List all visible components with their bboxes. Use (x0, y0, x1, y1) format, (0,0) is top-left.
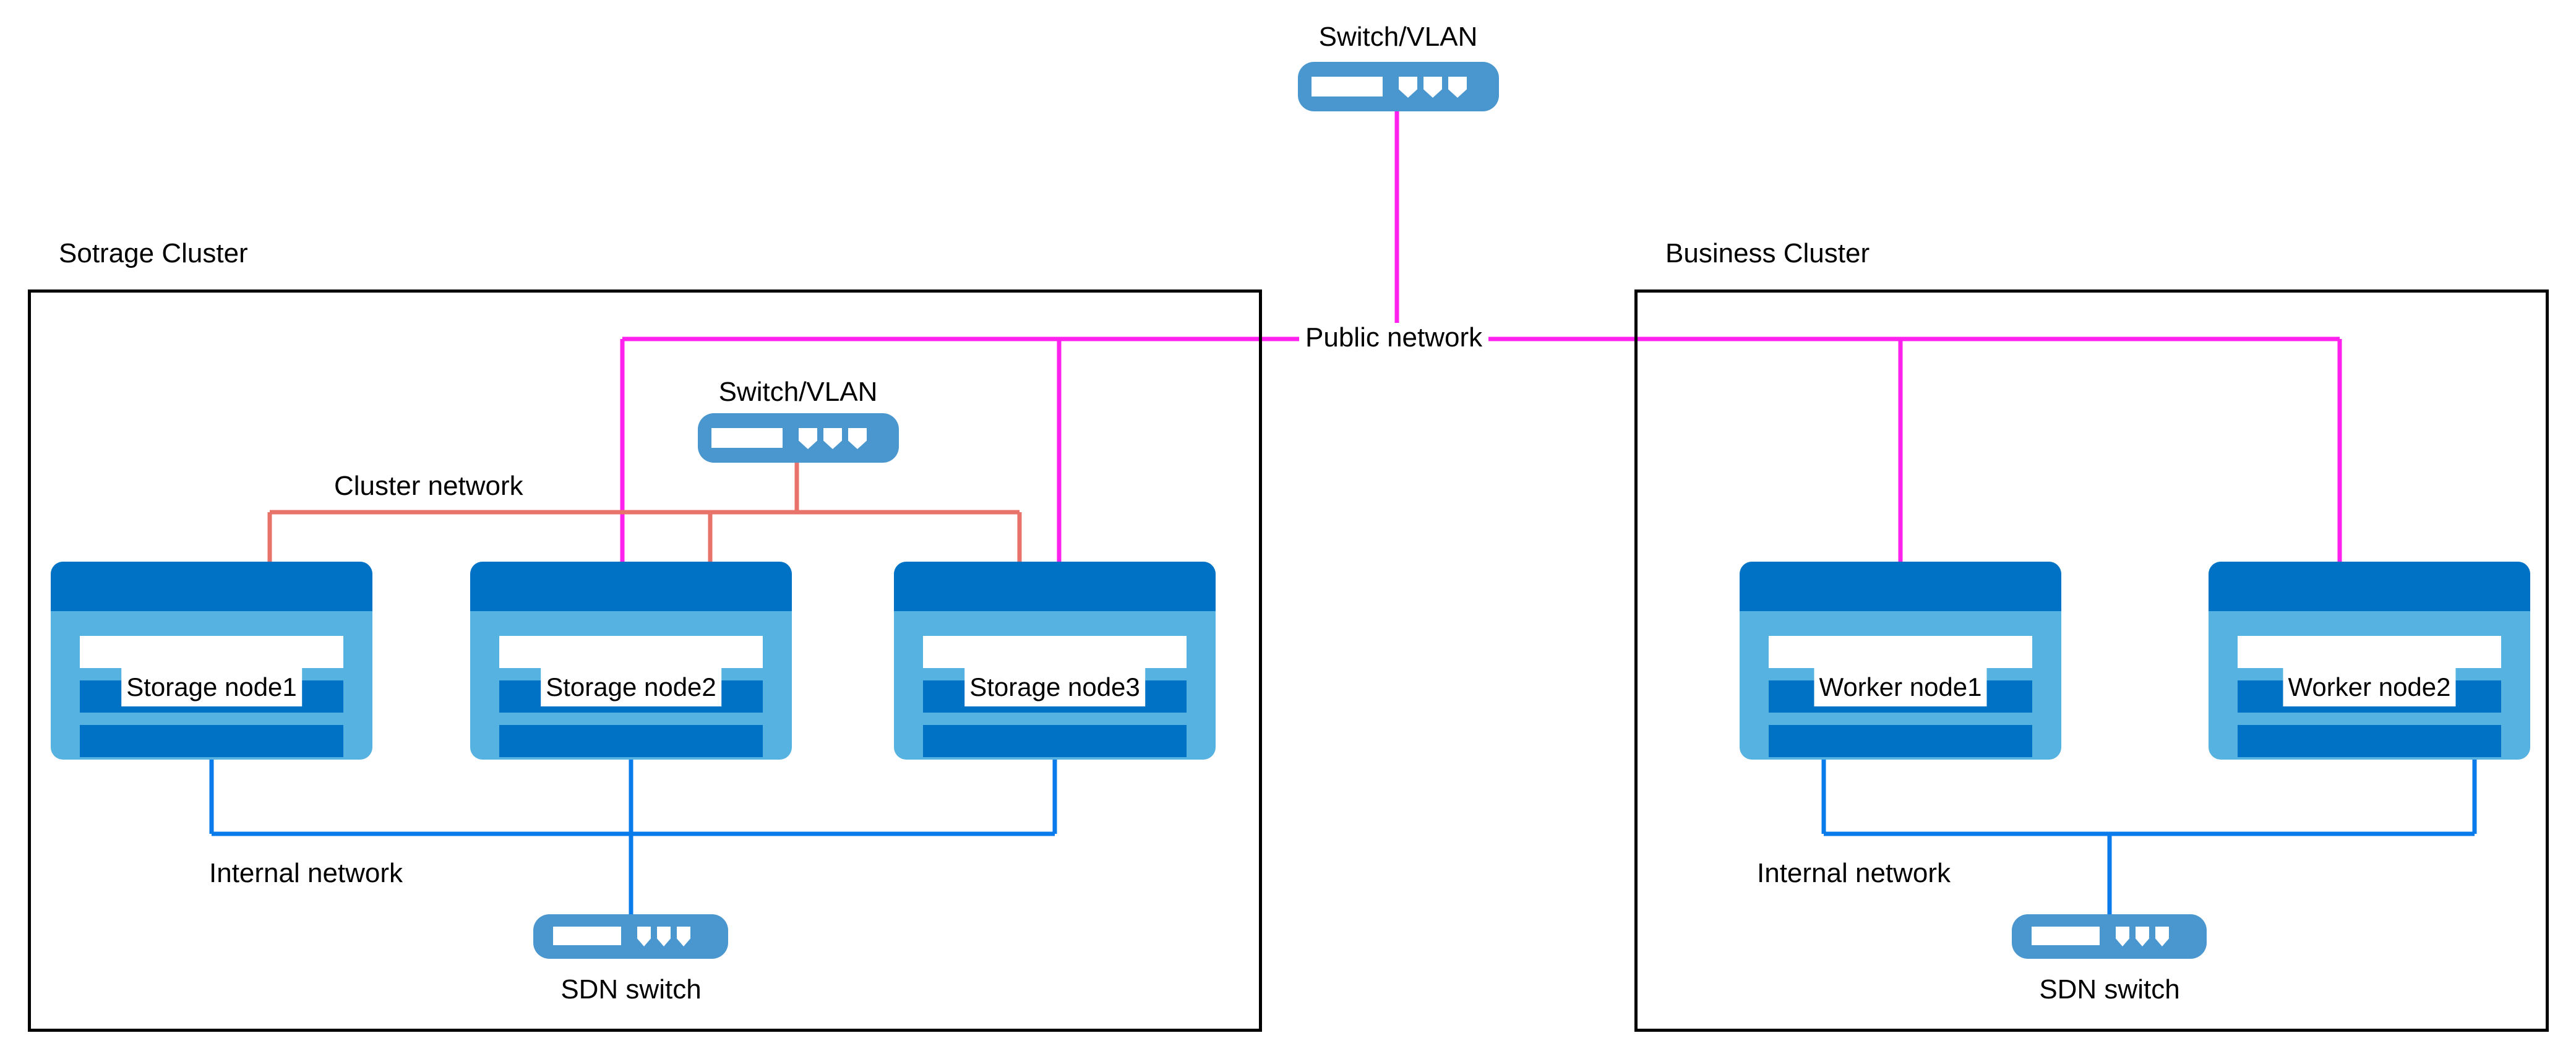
business-sdn-switch-icon[interactable] (2012, 914, 2207, 959)
storage-internal-network-lines (209, 760, 1057, 914)
switch-port-icon (1423, 77, 1442, 98)
business-internal-network-label: Internal network (1751, 859, 1957, 888)
server-drive-bay-empty (499, 636, 763, 668)
storage-cluster-title: Sotrage Cluster (59, 238, 248, 268)
switch-port-icon (2116, 927, 2129, 946)
switch-port-icon (823, 428, 842, 449)
switch-port-icon (1399, 77, 1417, 98)
storage-node-2-label: Storage node2 (541, 668, 721, 706)
business-internal-network-lines (1821, 760, 2477, 914)
server-drive-bay (922, 725, 1187, 757)
storage-node-3-label: Storage node3 (964, 668, 1145, 706)
switch-port-icon (677, 927, 690, 946)
cluster-network-label: Cluster network (328, 471, 530, 501)
storage-sdn-switch-icon[interactable] (533, 914, 728, 959)
server-drive-bay-empty (1768, 636, 2033, 668)
business-cluster-title: Business Cluster (1665, 238, 1870, 268)
worker-node-1[interactable]: Worker node1 (1740, 562, 2061, 760)
storage-node-1[interactable]: Storage node1 (51, 562, 372, 760)
top-switch-caption: Switch/VLAN (1318, 22, 1478, 52)
switch-port-group (2116, 927, 2169, 946)
switch-port-group (1399, 77, 1467, 98)
storage-switch-vlan-icon[interactable] (698, 413, 899, 463)
server-drive-bay (2237, 725, 2502, 757)
switch-port-icon (657, 927, 671, 946)
switch-port-group (799, 428, 867, 449)
switch-port-icon (799, 428, 817, 449)
switch-port-icon (637, 927, 651, 946)
storage-cluster-boundary (28, 289, 1262, 1032)
worker-node-1-label: Worker node1 (1814, 668, 1987, 706)
storage-node-1-label: Storage node1 (121, 668, 302, 706)
switch-port-icon (1448, 77, 1467, 98)
server-drive-bay-empty (2237, 636, 2502, 668)
business-cluster-boundary (1634, 289, 2549, 1032)
switch-display-panel (553, 927, 621, 945)
switch-port-group (637, 927, 690, 946)
storage-node-3[interactable]: Storage node3 (894, 562, 1216, 760)
switch-display-panel (711, 428, 783, 448)
switch-port-icon (2155, 927, 2169, 946)
switch-port-icon (848, 428, 867, 449)
switch-display-panel (1312, 77, 1383, 96)
storage-node-2[interactable]: Storage node2 (470, 562, 792, 760)
worker-node-2-label: Worker node2 (2283, 668, 2456, 706)
switch-port-icon (2136, 927, 2149, 946)
server-drive-bay-empty (79, 636, 344, 668)
storage-switch-caption: Switch/VLAN (718, 377, 878, 407)
server-drive-bay-empty (922, 636, 1187, 668)
business-sdn-switch-caption: SDN switch (2039, 974, 2180, 1005)
storage-internal-network-label: Internal network (203, 859, 410, 888)
server-top-bezel (2209, 562, 2530, 611)
switch-display-panel (2032, 927, 2100, 945)
cluster-network-lines (267, 459, 1022, 563)
server-top-bezel (1740, 562, 2061, 611)
public-network-label: Public network (1299, 323, 1489, 353)
worker-node-2[interactable]: Worker node2 (2209, 562, 2530, 760)
top-switch-vlan-icon[interactable] (1298, 62, 1499, 111)
server-top-bezel (894, 562, 1216, 611)
storage-sdn-switch-caption: SDN switch (560, 974, 702, 1005)
server-drive-bay (79, 725, 344, 757)
server-top-bezel (51, 562, 372, 611)
server-drive-bay (1768, 725, 2033, 757)
server-top-bezel (470, 562, 792, 611)
server-drive-bay (499, 725, 763, 757)
